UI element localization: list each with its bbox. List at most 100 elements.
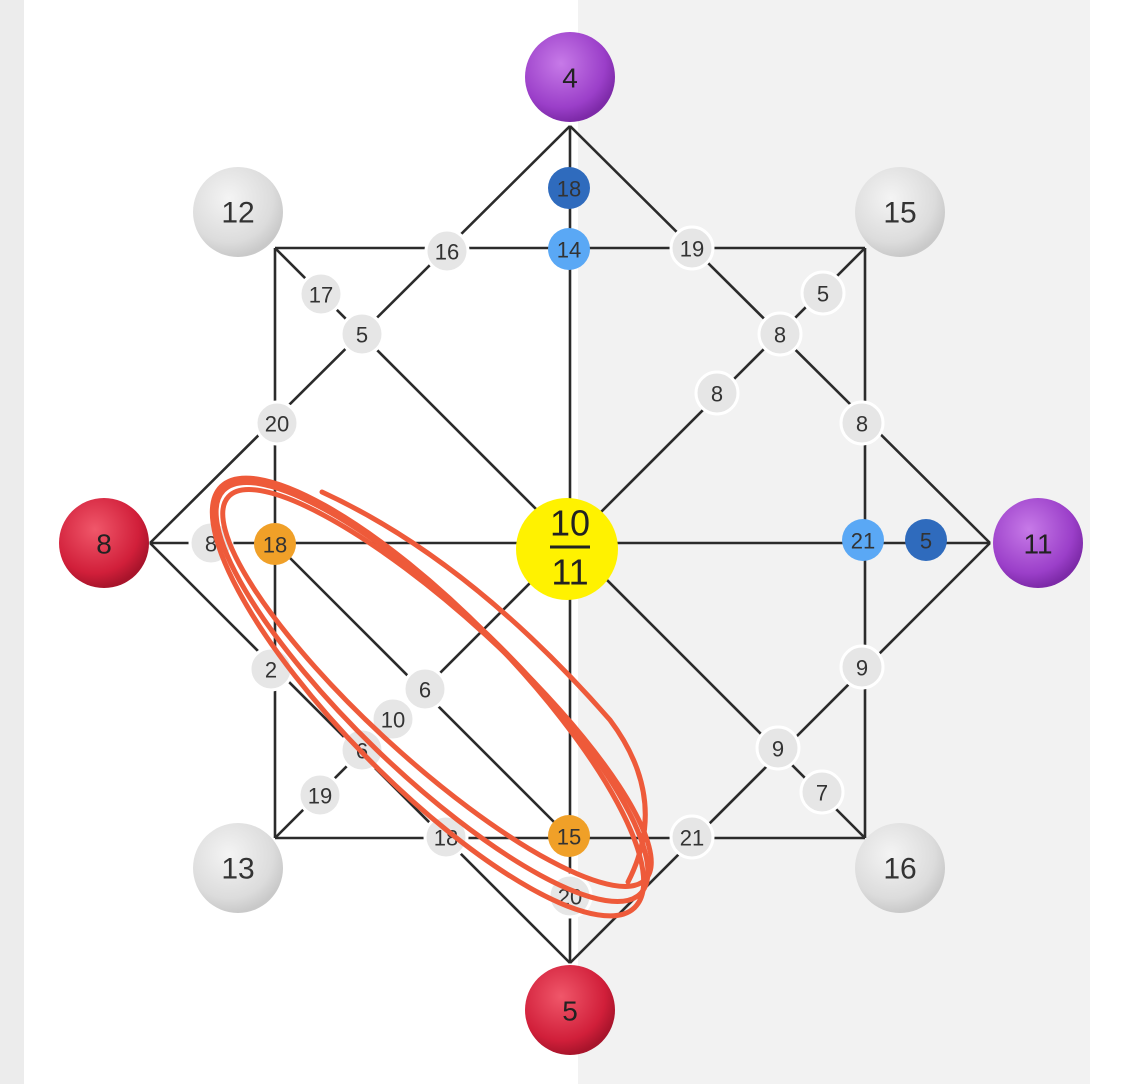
corner-top-left-disc	[193, 167, 283, 257]
node-n1-disc	[548, 167, 590, 209]
node-n5-label: 17	[309, 283, 333, 308]
node-n6-disc	[339, 311, 385, 357]
node-n11[interactable]: 8	[839, 400, 885, 446]
node-n7-label: 5	[817, 282, 829, 307]
node-n8-label: 8	[774, 323, 786, 348]
node-n27-label: 7	[816, 781, 828, 806]
node-n8[interactable]: 8	[757, 311, 803, 357]
node-n1[interactable]: 18	[548, 167, 590, 209]
node-n7[interactable]: 5	[800, 270, 846, 316]
node-n4-label: 19	[680, 237, 704, 262]
center-disc	[516, 498, 618, 600]
node-n27-disc	[799, 769, 845, 815]
corner-bottom-left-label: 13	[221, 853, 254, 886]
corner-top-left[interactable]: 12	[193, 167, 283, 257]
pole-top-label: 4	[562, 63, 578, 94]
node-n25[interactable]: 9	[839, 644, 885, 690]
corner-bottom-right-label: 16	[883, 853, 916, 886]
center-denominator: 11	[551, 552, 588, 593]
pole-right-disc	[993, 498, 1083, 588]
node-n6[interactable]: 5	[339, 311, 385, 357]
node-n13-label: 18	[263, 533, 287, 558]
node-n18-label: 10	[381, 708, 405, 733]
node-n26[interactable]: 9	[755, 725, 801, 771]
right-margin	[1090, 0, 1125, 1084]
node-n2-disc	[548, 228, 590, 270]
node-n24[interactable]: 21	[669, 814, 715, 860]
node-n22-label: 15	[557, 825, 581, 850]
node-n26-disc	[755, 725, 801, 771]
pole-bottom[interactable]: 5	[525, 965, 615, 1055]
node-n17-disc	[402, 666, 448, 712]
node-n11-label: 8	[856, 412, 868, 437]
node-n7-disc	[800, 270, 846, 316]
node-n22-disc	[548, 815, 590, 857]
corner-bottom-right-disc	[855, 823, 945, 913]
node-n4[interactable]: 19	[669, 225, 715, 271]
node-n16-label: 2	[265, 658, 277, 683]
node-n10[interactable]: 20	[254, 400, 300, 446]
node-n25-label: 9	[856, 656, 868, 681]
pole-left-disc	[59, 498, 149, 588]
corner-bottom-left[interactable]: 13	[193, 823, 283, 913]
node-n9-disc	[694, 370, 740, 416]
node-n15-disc	[905, 519, 947, 561]
node-n6-label: 5	[356, 323, 368, 348]
corner-top-right[interactable]: 15	[855, 167, 945, 257]
pole-right[interactable]: 11	[993, 498, 1083, 588]
node-n13-disc	[254, 523, 296, 565]
pole-bottom-disc	[525, 965, 615, 1055]
node-n5[interactable]: 17	[298, 271, 344, 317]
corner-bottom-right[interactable]: 16	[855, 823, 945, 913]
hand-drawn-circle-annotation	[209, 475, 654, 919]
corner-top-right-label: 15	[883, 197, 916, 230]
node-n3-label: 16	[435, 240, 459, 265]
node-n16[interactable]: 2	[248, 646, 294, 692]
node-n9-label: 8	[711, 382, 723, 407]
node-n2-label: 14	[557, 238, 581, 263]
left-margin	[0, 0, 24, 1084]
node-n27[interactable]: 7	[799, 769, 845, 815]
center-numerator: 10	[550, 503, 590, 544]
node-n18-disc	[370, 696, 416, 742]
corner-top-right-disc	[855, 167, 945, 257]
pole-top[interactable]: 4	[525, 32, 615, 122]
node-n3[interactable]: 16	[424, 228, 470, 274]
corner-top-left-label: 12	[221, 197, 254, 230]
pole-bottom-label: 5	[562, 996, 578, 1027]
node-n17[interactable]: 6	[402, 666, 448, 712]
node-n26-label: 9	[772, 737, 784, 762]
node-n10-label: 20	[265, 412, 289, 437]
node-n20-disc	[297, 772, 343, 818]
node-n17-label: 6	[419, 678, 431, 703]
node-n21[interactable]: 18	[423, 814, 469, 860]
node-n15[interactable]: 5	[905, 519, 947, 561]
node-n11-disc	[839, 400, 885, 446]
node-n22[interactable]: 15	[548, 815, 590, 857]
node-n8-disc	[757, 311, 803, 357]
node-n13[interactable]: 18	[254, 523, 296, 565]
node-n25-disc	[839, 644, 885, 690]
node-n24-label: 21	[680, 826, 704, 851]
pole-left[interactable]: 8	[59, 498, 149, 588]
node-n24-disc	[669, 814, 715, 860]
node-n2[interactable]: 14	[548, 228, 590, 270]
pole-right-label: 11	[1023, 529, 1052, 560]
node-n14[interactable]: 21	[842, 519, 884, 561]
node-n14-disc	[842, 519, 884, 561]
node-n20[interactable]: 19	[297, 772, 343, 818]
corner-bottom-left-disc	[193, 823, 283, 913]
node-n15-label: 5	[920, 529, 932, 554]
node-n21-disc	[423, 814, 469, 860]
pole-left-label: 8	[96, 529, 112, 560]
node-n5-disc	[298, 271, 344, 317]
node-n14-label: 21	[851, 529, 875, 554]
node-n9[interactable]: 8	[694, 370, 740, 416]
node-n20-label: 19	[308, 784, 332, 809]
node-n18[interactable]: 10	[370, 696, 416, 742]
node-n4-disc	[669, 225, 715, 271]
node-n3-disc	[424, 228, 470, 274]
